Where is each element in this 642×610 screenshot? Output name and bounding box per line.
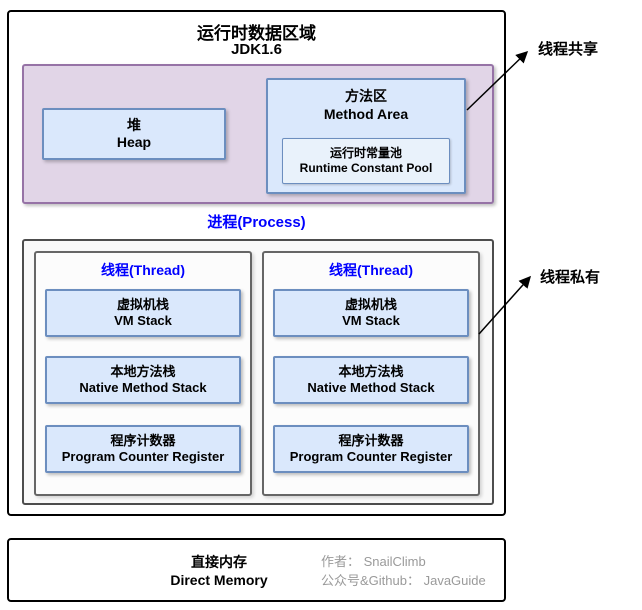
thread-box-2: 线程(Thread) 虚拟机栈 VM Stack 本地方法栈 Native Me… xyxy=(262,251,480,496)
runtime-constant-pool-box: 运行时常量池 Runtime Constant Pool xyxy=(282,138,450,184)
thread-1-label: 线程(Thread) xyxy=(101,262,185,278)
diagram-subtitle: JDK1.6 xyxy=(231,41,282,58)
method-area-box: 方法区 Method Area 运行时常量池 Runtime Constant … xyxy=(266,78,466,194)
method-area-label-en: Method Area xyxy=(323,106,409,123)
program-counter-label-en: Program Counter Register xyxy=(61,449,225,464)
direct-memory-label: 直接内存 Direct Memory xyxy=(119,553,319,589)
thread-private-annotation: 线程私有 xyxy=(540,269,601,286)
runtime-constant-pool-label-zh: 运行时常量池 xyxy=(329,146,402,160)
native-method-stack-label-en: Native Method Stack xyxy=(79,380,207,395)
program-counter-label-zh: 程序计数器 xyxy=(110,432,176,448)
program-counter-register-box-1: 程序计数器 Program Counter Register xyxy=(45,425,241,473)
direct-memory-label-en: Direct Memory xyxy=(170,572,268,589)
runtime-constant-pool-label-en: Runtime Constant Pool xyxy=(299,161,433,175)
vm-stack-label-en: VM Stack xyxy=(114,313,172,328)
thread-box-1: 线程(Thread) 虚拟机栈 VM Stack 本地方法栈 Native Me… xyxy=(34,251,252,496)
native-method-stack-label-en: Native Method Stack xyxy=(307,380,435,395)
thread-2-label: 线程(Thread) xyxy=(329,262,413,278)
program-counter-label-zh: 程序计数器 xyxy=(338,432,404,448)
credit-github: 公众号&Github： JavaGuide xyxy=(321,572,486,588)
vm-stack-label-en: VM Stack xyxy=(342,313,400,328)
thread-shared-region: 堆 Heap 方法区 Method Area 运行时常量池 Runtime Co… xyxy=(22,64,494,204)
method-area-title: 方法区 Method Area xyxy=(268,80,464,123)
native-method-stack-box-2: 本地方法栈 Native Method Stack xyxy=(273,356,469,404)
native-method-stack-box-1: 本地方法栈 Native Method Stack xyxy=(45,356,241,404)
vm-stack-box-2: 虚拟机栈 VM Stack xyxy=(273,289,469,337)
native-method-stack-label-zh: 本地方法栈 xyxy=(338,363,404,379)
vm-stack-label-zh: 虚拟机栈 xyxy=(344,296,397,312)
credits: 作者： SnailClimb 公众号&Github： JavaGuide xyxy=(321,553,486,591)
runtime-data-area-box: 运行时数据区域 JDK1.6 堆 Heap 方法区 Method Area 运行… xyxy=(7,10,506,516)
heap-box: 堆 Heap xyxy=(42,108,226,160)
program-counter-register-box-2: 程序计数器 Program Counter Register xyxy=(273,425,469,473)
heap-label-zh: 堆 xyxy=(127,116,141,133)
direct-memory-box: 直接内存 Direct Memory 作者： SnailClimb 公众号&Gi… xyxy=(7,538,506,602)
heap-label-en: Heap xyxy=(116,134,152,150)
direct-memory-label-zh: 直接内存 xyxy=(191,554,247,570)
vm-stack-box-1: 虚拟机栈 VM Stack xyxy=(45,289,241,337)
process-label: 进程(Process) xyxy=(207,214,306,231)
native-method-stack-label-zh: 本地方法栈 xyxy=(110,363,176,379)
method-area-label-zh: 方法区 xyxy=(345,88,387,104)
vm-stack-label-zh: 虚拟机栈 xyxy=(116,296,169,312)
diagram-title: 运行时数据区域 xyxy=(197,24,316,43)
credit-author: 作者： SnailClimb xyxy=(321,554,426,569)
process-box: 线程(Thread) 虚拟机栈 VM Stack 本地方法栈 Native Me… xyxy=(22,239,494,505)
thread-shared-annotation: 线程共享 xyxy=(538,41,599,58)
program-counter-label-en: Program Counter Register xyxy=(289,449,453,464)
